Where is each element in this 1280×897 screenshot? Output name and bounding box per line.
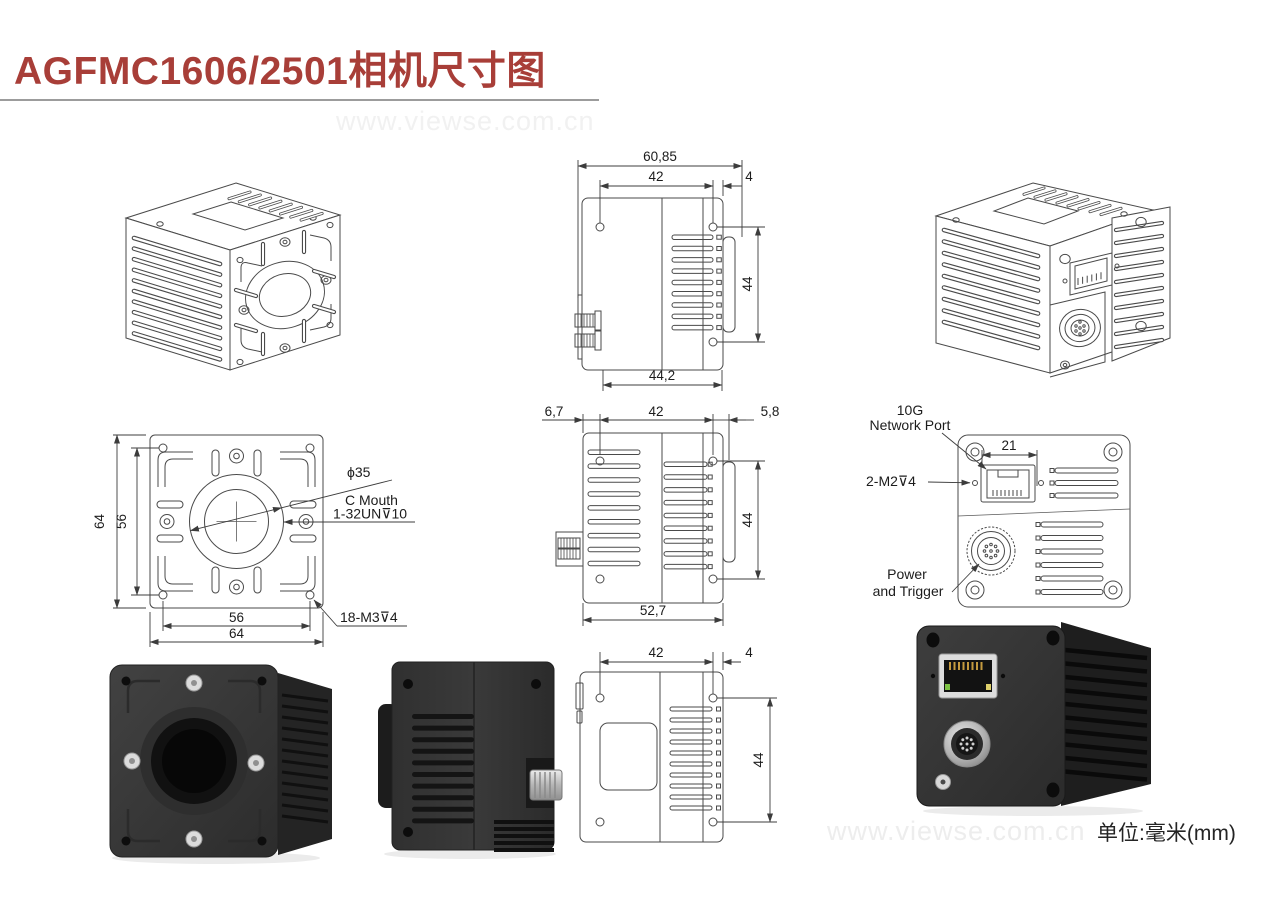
network-port-drawing — [1062, 252, 1120, 296]
dim-vertical-spacing: 44 — [740, 512, 755, 528]
heatsink-fins — [494, 820, 554, 852]
unit-label: 单位:毫米(mm) — [1097, 822, 1236, 845]
dim-outer-height: 64 — [92, 514, 107, 530]
side-view-top: 60,85 42 4 44 44,2 — [574, 149, 765, 391]
ethernet-port — [930, 653, 1006, 699]
body-outline — [149, 434, 324, 609]
corner-holes — [121, 676, 267, 846]
front-view: 64 56 56 64 ϕ35 C Mouth 1-32UN⊽10 18-M3⊽… — [92, 434, 415, 647]
front-face-details — [236, 221, 334, 366]
front-photo — [109, 664, 332, 864]
network-port-label-line2: Network Port — [870, 417, 951, 433]
dim-hole-spacing: 42 — [648, 645, 663, 660]
dimensions — [599, 652, 777, 823]
dimensions — [927, 432, 1038, 593]
dimensions — [113, 434, 415, 647]
dim-outer-width: 64 — [229, 626, 245, 641]
dim-vertical-spacing: 44 — [751, 752, 766, 768]
dim-hole-spacing: 42 — [648, 404, 663, 419]
network-port-drawing — [972, 464, 1044, 503]
page-title: AGFMC1606/2501相机尺寸图 — [14, 50, 546, 93]
back-photo — [916, 622, 1151, 816]
screw-spec-label: 18-M3⊽4 — [340, 609, 398, 625]
dim-edge-offset: 4 — [745, 169, 753, 184]
lens-diameter-label: ϕ35 — [347, 464, 371, 480]
dim-edge-offset: 4 — [745, 645, 753, 660]
dim-port-width: 21 — [1001, 438, 1016, 453]
power-connector-drawing — [1049, 216, 1147, 378]
dimensions — [577, 160, 765, 391]
side-view-middle: 6,7 42 5,8 44 52,7 — [542, 404, 780, 626]
watermark-top: www.viewse.com.cn — [336, 106, 595, 136]
dim-right-offset: 5,8 — [761, 404, 780, 419]
side-photo — [378, 661, 563, 859]
top-face-details — [156, 190, 324, 231]
dimensions — [542, 414, 765, 626]
body-outline — [575, 671, 724, 843]
power-connector — [943, 720, 991, 768]
silver-screws — [123, 674, 265, 848]
dim-inner-height: 56 — [114, 514, 129, 529]
power-label-line2: and Trigger — [873, 583, 944, 599]
power-connector — [529, 769, 563, 801]
mount-label-line1: C Mouth — [345, 492, 398, 508]
back-view: 10G Network Port 2-M2⊽4 21 Power and Tri… — [866, 402, 1131, 608]
screw-spec-label: 2-M2⊽4 — [866, 473, 916, 489]
dim-body-width: 52,7 — [640, 603, 666, 618]
isometric-back-drawing — [934, 182, 1171, 378]
body-outline — [555, 432, 736, 604]
corner-screws — [926, 630, 1060, 798]
network-port-label-line1: 10G — [897, 402, 923, 418]
dim-body-width: 44,2 — [649, 368, 675, 383]
dim-overall-width: 60,85 — [643, 149, 677, 164]
dim-left-offset: 6,7 — [545, 404, 564, 419]
dim-inner-width: 56 — [229, 610, 244, 625]
isometric-front-drawing — [124, 182, 342, 371]
vent-slots — [412, 714, 474, 824]
power-label-line1: Power — [887, 566, 927, 582]
title-rule — [0, 99, 599, 101]
power-connector-drawing — [966, 526, 1016, 576]
dim-vertical-spacing: 44 — [740, 276, 755, 292]
body-outline — [574, 197, 736, 371]
body-outline — [957, 434, 1131, 608]
heatsink-fins — [1064, 647, 1148, 782]
top-view-bottom: 42 4 44 — [575, 645, 777, 843]
mount-label-line2: 1-32UN⊽10 — [333, 506, 407, 522]
dim-hole-spacing: 42 — [648, 169, 663, 184]
top-face-details — [952, 186, 1128, 225]
watermark-bottom: www.viewse.com.cn — [827, 816, 1086, 846]
